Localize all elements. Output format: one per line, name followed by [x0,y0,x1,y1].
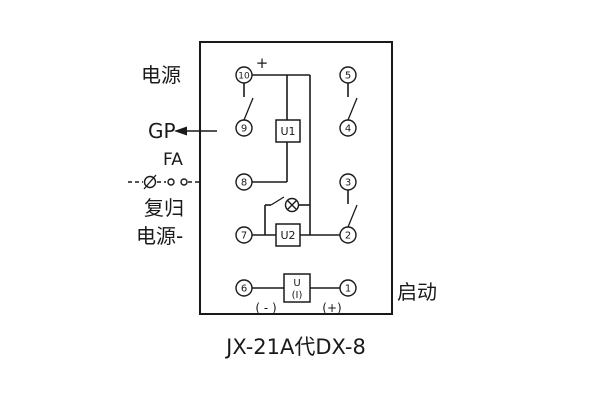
reset-label: 复归 [144,196,184,220]
neg-terminal-label: ( - ) [255,301,276,315]
terminal-5: 5 [339,66,357,84]
internal-wiring [252,74,340,289]
pos-terminal-label: (+) [322,301,341,315]
terminal-6: 6 [235,279,253,297]
svg-text:8: 8 [241,178,247,189]
contact-3-2 [347,190,358,228]
u-meter-top-label: U [293,278,300,289]
svg-text:6: 6 [241,284,247,295]
terminal-2: 2 [339,226,357,244]
terminal-1: 1 [339,279,357,297]
svg-text:1: 1 [345,284,351,295]
component-u2: U2 [275,223,301,247]
reset-pushbutton-symbol [128,174,200,190]
gp-arrow [174,126,217,136]
svg-text:5: 5 [345,71,351,82]
power-minus-label: 电源- [136,224,183,248]
fa-label: FA [163,150,183,170]
svg-text:2: 2 [345,231,351,242]
svg-text:7: 7 [241,231,247,242]
u1-label: U1 [280,125,295,138]
terminal-3: 3 [339,173,357,191]
plus-mark: + [256,54,269,72]
contact-10-9 [243,83,254,121]
component-u-meter: U (I) [283,273,311,303]
component-u1: U1 [275,119,301,143]
diagram-title: JX-21A代DX-8 [224,335,366,359]
terminal-4: 4 [339,119,357,137]
start-label: 启动 [397,280,437,304]
terminal-7: 7 [235,226,253,244]
terminal-8: 8 [235,173,253,191]
u2-label: U2 [280,229,295,242]
terminal-9: 9 [235,119,253,137]
svg-text:4: 4 [345,124,351,135]
svg-text:9: 9 [241,124,247,135]
u-meter-bottom-label: (I) [292,290,303,301]
gp-label: GP [148,119,176,143]
svg-text:10: 10 [238,72,250,82]
power-top-label: 电源 [141,63,181,87]
lamp-icon [284,197,300,213]
relay-case-outline [199,41,393,315]
svg-text:3: 3 [345,178,351,189]
terminal-10: 10 [235,66,253,84]
contact-5-4 [347,83,358,121]
